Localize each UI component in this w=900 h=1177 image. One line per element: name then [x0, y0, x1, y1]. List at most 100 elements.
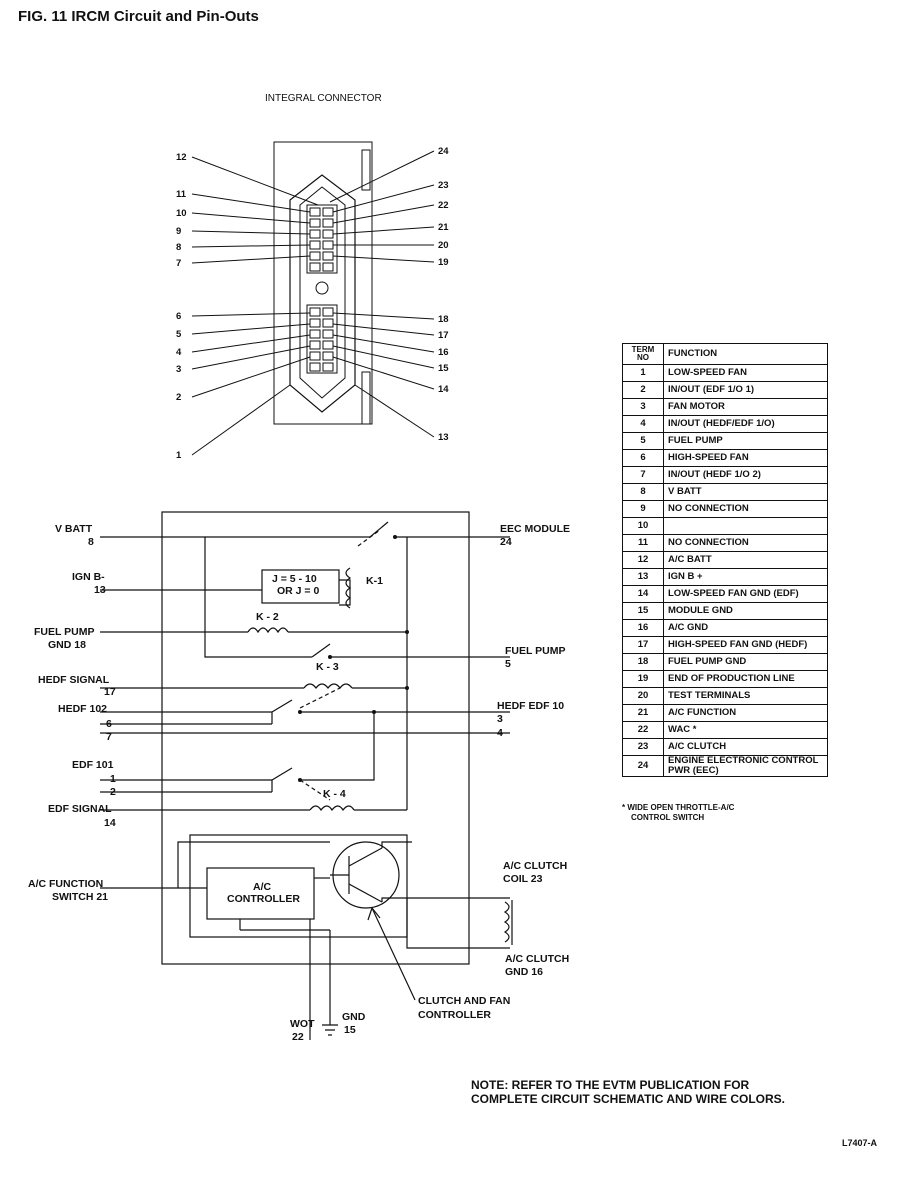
table-cell-function: NO CONNECTION — [663, 534, 828, 552]
table-cell-function: A/C BATT — [663, 551, 828, 569]
table-cell-term-no: 3 — [622, 398, 664, 416]
label-gnd: GND — [342, 1011, 366, 1023]
connector-pin-leader — [191, 356, 311, 398]
table-cell-function: ENGINE ELECTRONIC CONTROL PWR (EEC) — [663, 755, 828, 777]
table-header-function: FUNCTION — [663, 343, 828, 365]
table-cell-function: TEST TERMINALS — [663, 687, 828, 705]
table-cell-term-no: 14 — [622, 585, 664, 603]
label-clutch-fan-controller: CLUTCH AND FAN — [418, 995, 510, 1007]
table-cell-term-no: 1 — [622, 364, 664, 382]
connector-pin-cavity — [309, 307, 321, 317]
connector-pin-cavity — [309, 218, 321, 228]
footer-note-line-2: COMPLETE CIRCUIT SCHEMATIC AND WIRE COLO… — [471, 1092, 785, 1106]
connector-pin-cavity — [322, 307, 334, 317]
connector-pin-label: 6 — [176, 311, 181, 322]
table-cell-function: V BATT — [663, 483, 828, 501]
footer-note-line-1: NOTE: REFER TO THE EVTM PUBLICATION FOR — [471, 1078, 750, 1092]
table-cell-term-no: 5 — [622, 432, 664, 450]
label-hedf-102-pin-b: 7 — [106, 731, 112, 743]
connector-pin-label: 5 — [176, 329, 182, 340]
pin-block-lower — [306, 304, 338, 374]
connector-pin-leader — [191, 255, 311, 264]
label-ac-clutch-coil-2: COIL 23 — [503, 873, 543, 885]
label-hedf-signal: HEDF SIGNAL — [38, 674, 110, 686]
label-ac-clutch-gnd: A/C CLUTCH — [505, 953, 569, 965]
connector-pin-cavity — [309, 240, 321, 250]
table-cell-term-no: 2 — [622, 381, 664, 399]
connector-pin-cavity — [309, 329, 321, 339]
connector-pin-leader — [332, 226, 435, 235]
connector-pin-label: 16 — [438, 347, 449, 358]
label-ac-clutch-coil: A/C CLUTCH — [503, 860, 567, 872]
label-fuel-pump: FUEL PUMP — [505, 645, 565, 657]
reference-code: L7407-A — [842, 1138, 878, 1148]
table-cell-function: IN/OUT (HEDF 1/O 2) — [663, 466, 828, 484]
label-eec-module: EEC MODULE — [500, 523, 570, 535]
jumper-box — [261, 569, 340, 604]
footer-note: NOTE: REFER TO THE EVTM PUBLICATION FOR … — [471, 1078, 785, 1106]
connector-pin-cavity — [309, 318, 321, 328]
label-jumper-2: OR J = 0 — [277, 585, 319, 597]
connector-pin-label: 20 — [438, 240, 449, 251]
table-cell-term-no: 22 — [622, 721, 664, 739]
connector-bolt-hole — [315, 281, 329, 295]
label-hedf-edf: HEDF EDF 10 — [497, 700, 564, 712]
table-cell-term-no: 4 — [622, 415, 664, 433]
label-relay-k1: K-1 — [366, 575, 383, 587]
label-ac-function: A/C FUNCTION — [28, 878, 103, 890]
connector-pin-label: 11 — [176, 189, 187, 200]
pin-block-upper — [306, 204, 338, 274]
connector-pin-leader — [332, 323, 435, 336]
connector-pin-leader — [354, 384, 435, 438]
connector-pin-cavity — [309, 207, 321, 217]
label-wot-pin: 22 — [292, 1031, 304, 1043]
label-fuel-pump-gnd: FUEL PUMP — [34, 626, 94, 638]
label-hedf-edf-pin-b: 4 — [497, 727, 503, 739]
connector-pin-label: 22 — [438, 200, 449, 211]
connector-pin-leader — [191, 312, 311, 317]
connector-pin-cavity — [309, 340, 321, 350]
connector-pin-label: 19 — [438, 257, 449, 268]
integral-connector — [273, 141, 373, 425]
table-cell-term-no: 10 — [622, 517, 664, 535]
label-relay-k3: K - 3 — [316, 661, 339, 673]
ac-controller-box — [206, 867, 315, 920]
label-edf-101-pin-a: 1 — [110, 773, 116, 785]
table-cell-term-no: 18 — [622, 653, 664, 671]
table-cell-term-no: 24 — [622, 755, 664, 777]
label-relay-k4: K - 4 — [323, 788, 346, 800]
connector-pin-leader — [191, 244, 311, 248]
label-ign-b: IGN B- — [72, 571, 105, 583]
label-fuel-pump-gnd-2: GND 18 — [48, 639, 86, 651]
table-header-term-no: TERM NO — [622, 343, 664, 365]
connector-pin-label: 1 — [176, 450, 182, 461]
figure-title: FIG. 11 IRCM Circuit and Pin-Outs — [18, 8, 259, 25]
table-footnote: * WIDE OPEN THROTTLE-A/C CONTROL SWITCH — [622, 803, 734, 823]
table-cell-term-no: 13 — [622, 568, 664, 586]
connector-pin-label: 10 — [176, 208, 187, 219]
label-ign-b-pin: 13 — [94, 584, 106, 596]
connector-pin-cavity — [322, 351, 334, 361]
label-hedf-signal-pin: 17 — [104, 686, 116, 698]
connector-pin-cavity — [309, 262, 321, 272]
connector-pin-cavity — [309, 362, 321, 372]
label-edf-101-pin-b: 2 — [110, 786, 116, 798]
table-cell-function: NO CONNECTION — [663, 500, 828, 518]
label-relay-k2: K - 2 — [256, 611, 279, 623]
connector-pin-label: 4 — [176, 347, 182, 358]
table-cell-term-no: 11 — [622, 534, 664, 552]
connector-pin-label: 23 — [438, 180, 449, 191]
connector-pin-leader — [332, 312, 435, 320]
